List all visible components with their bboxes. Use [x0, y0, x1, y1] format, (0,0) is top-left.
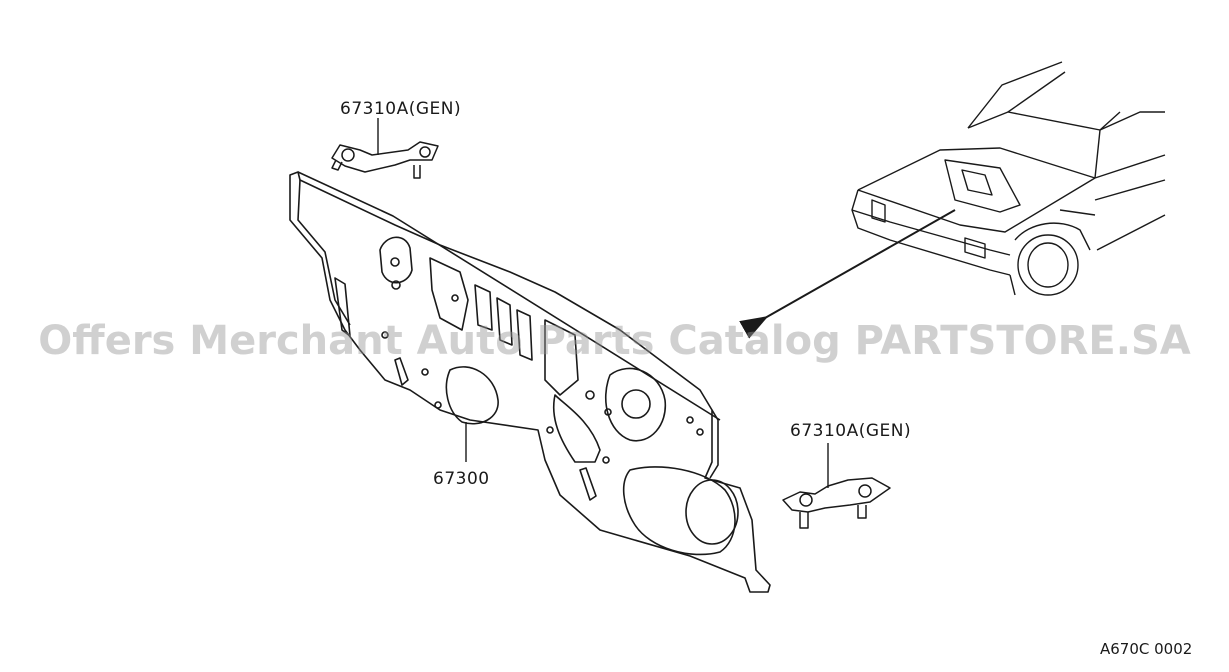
label-bracket-upper: 67310A(GEN)	[340, 99, 461, 119]
dash-panel	[289, 171, 771, 593]
label-bracket-lower: 67310A(GEN)	[790, 421, 911, 441]
bracket-lower	[782, 477, 891, 529]
label-dash-panel: 67300	[433, 469, 490, 489]
figure-code: A670C 0002	[1100, 640, 1192, 658]
car-locator-sketch	[851, 61, 1166, 296]
locator-arrow	[739, 209, 956, 339]
bracket-upper	[331, 141, 439, 179]
